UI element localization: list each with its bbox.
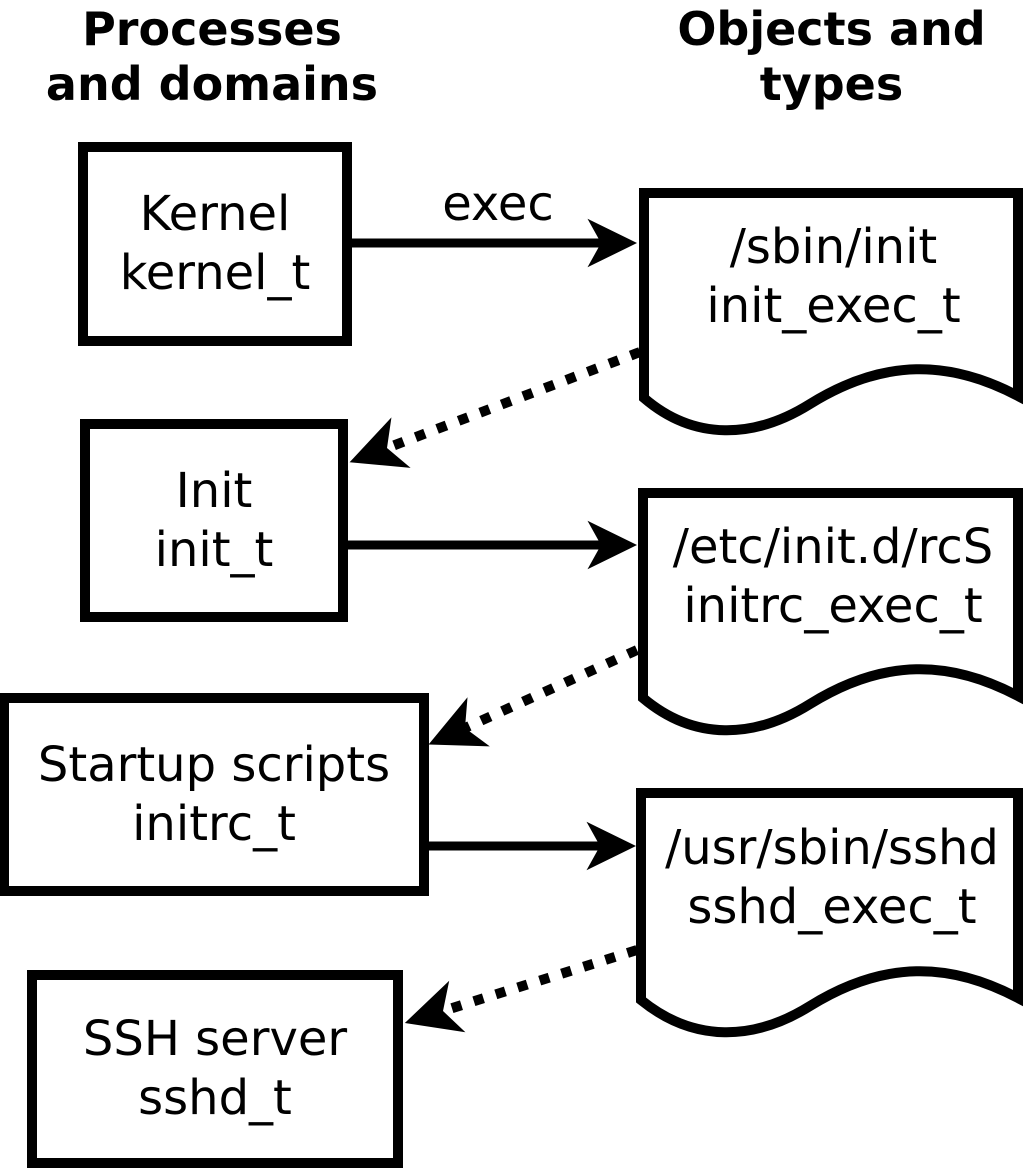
process-box-init: Init init_t [80,419,348,622]
process-name: Init [175,462,253,519]
document-shape-etc-initd-rcs [638,488,1023,736]
process-name: Startup scripts [37,736,391,793]
transition-arrow-init-exec-to-init-t [349,347,642,468]
exec-arrow-label: exec [442,176,554,232]
column-title-processes-and-domains: Processes and domains [45,2,379,111]
process-box-kernel: Kernel kernel_t [78,142,352,346]
process-box-ssh-server: SSH server sshd_t [27,970,403,1168]
transition-arrow-sshd-exec-to-sshd-t [404,945,639,1033]
transition-arrow-initrc-exec-to-initrc-t [428,645,640,747]
process-domain-type: sshd_t [138,1070,292,1126]
column-title-objects-and-types: Objects and types [677,2,986,111]
process-domain-type: init_t [154,521,274,578]
process-domain-type: kernel_t [119,245,311,301]
process-name: Kernel [139,186,291,242]
process-name: SSH server [82,1011,348,1067]
document-shape-sbin-init [639,188,1023,436]
process-domain-type: initrc_t [132,795,296,852]
process-box-startup-scripts: Startup scripts initrc_t [0,693,429,896]
document-shape-usr-sbin-sshd [636,788,1023,1038]
